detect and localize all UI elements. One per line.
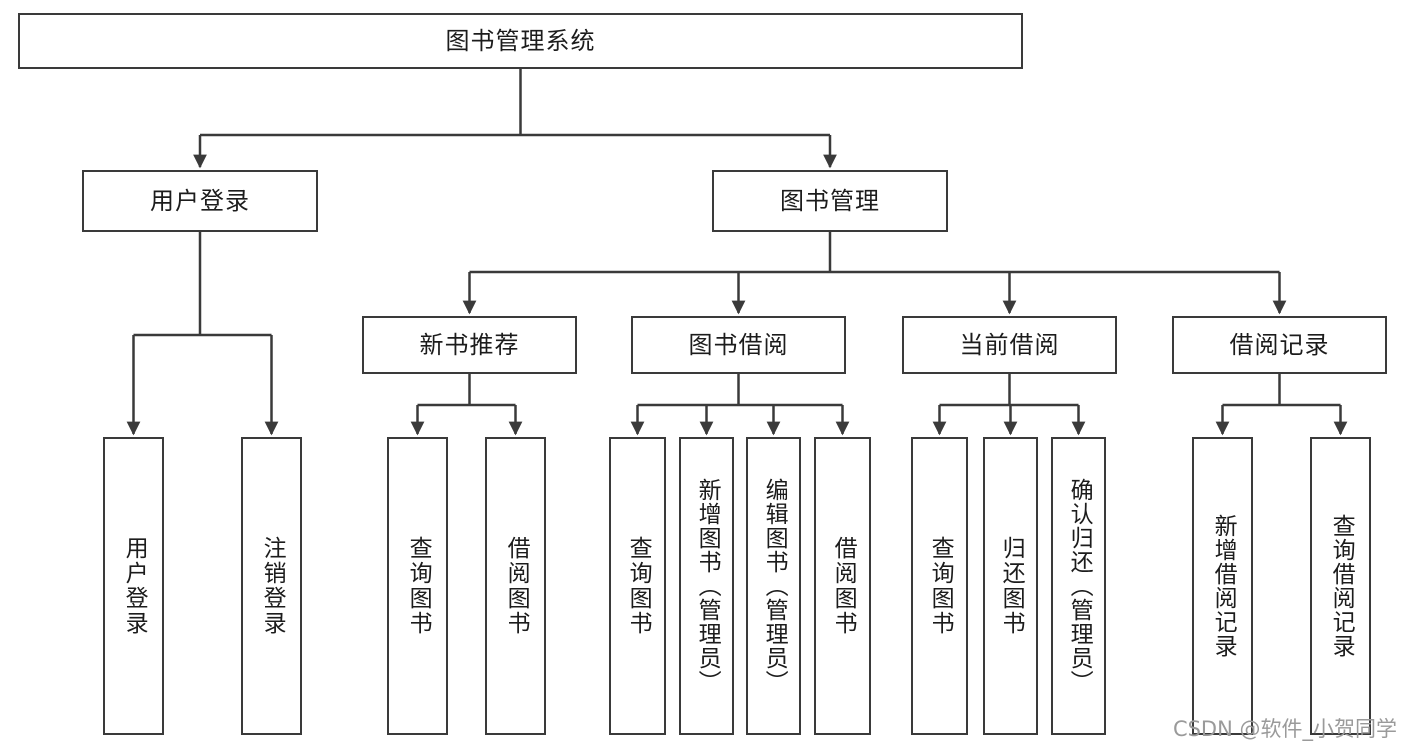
watermark-text: CSDN @软件_小贺同学 <box>1172 717 1397 741</box>
node-book-borrow[interactable]: 图书借阅 <box>631 316 846 374</box>
node-label: 确认归还（管理员） <box>1066 478 1093 694</box>
node-label: 查询图书 <box>405 536 432 636</box>
node-label: 用户登录 <box>150 186 250 215</box>
node-current-borrow[interactable]: 当前借阅 <box>902 316 1117 374</box>
node-borrow-record[interactable]: 借阅记录 <box>1172 316 1387 374</box>
node-leaf-return[interactable]: 归还图书 <box>983 437 1038 735</box>
node-label: 查询图书 <box>927 536 954 636</box>
node-leaf-query-3[interactable]: 查询图书 <box>911 437 968 735</box>
node-leaf-add-book[interactable]: 新增图书（管理员） <box>679 437 734 735</box>
node-label: 新增借阅记录 <box>1210 514 1237 658</box>
node-book-manage[interactable]: 图书管理 <box>712 170 948 232</box>
node-label: 编辑图书（管理员） <box>761 478 788 694</box>
node-label: 注销登录 <box>259 536 286 636</box>
node-leaf-add-rec[interactable]: 新增借阅记录 <box>1192 437 1253 735</box>
node-leaf-query-2[interactable]: 查询图书 <box>609 437 666 735</box>
node-label: 借阅记录 <box>1229 330 1330 359</box>
node-label: 查询图书 <box>625 536 652 636</box>
node-leaf-user-login[interactable]: 用户登录 <box>103 437 164 735</box>
node-label: 图书借阅 <box>688 330 789 359</box>
node-leaf-borrow-1[interactable]: 借阅图书 <box>485 437 546 735</box>
node-leaf-query-rec[interactable]: 查询借阅记录 <box>1310 437 1371 735</box>
node-label: 用户登录 <box>121 536 148 636</box>
node-leaf-edit-book[interactable]: 编辑图书（管理员） <box>746 437 801 735</box>
node-label: 归还图书 <box>998 536 1025 636</box>
node-label: 借阅图书 <box>503 536 530 636</box>
node-label: 当前借阅 <box>959 330 1060 359</box>
node-label: 图书管理 <box>780 186 880 215</box>
node-label: 新增图书（管理员） <box>694 478 721 694</box>
node-label: 查询借阅记录 <box>1328 514 1355 658</box>
node-new-book-rec[interactable]: 新书推荐 <box>362 316 577 374</box>
node-leaf-borrow-2[interactable]: 借阅图书 <box>814 437 871 735</box>
node-user-login[interactable]: 用户登录 <box>82 170 318 232</box>
node-leaf-confirm[interactable]: 确认归还（管理员） <box>1051 437 1106 735</box>
node-label: 借阅图书 <box>830 536 857 636</box>
node-leaf-query-1[interactable]: 查询图书 <box>387 437 448 735</box>
node-root[interactable]: 图书管理系统 <box>18 13 1023 69</box>
node-label: 新书推荐 <box>419 330 520 359</box>
node-leaf-logout[interactable]: 注销登录 <box>241 437 302 735</box>
node-label: 图书管理系统 <box>445 26 596 55</box>
